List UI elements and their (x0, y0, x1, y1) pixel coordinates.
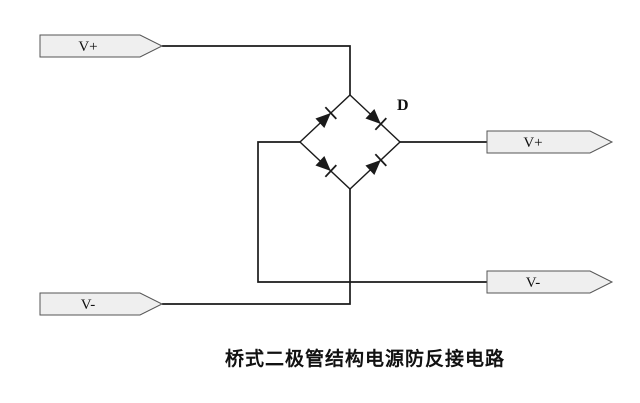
connector-label: V- (81, 297, 95, 313)
connector-label: V+ (78, 39, 97, 55)
connector-arrow-shape (39, 34, 164, 58)
connector-label: V- (526, 275, 540, 291)
connector-arrow-shape (39, 292, 164, 316)
diagram-caption: 桥式二极管结构电源防反接电路 (224, 349, 505, 370)
diode-group-label: D (397, 97, 409, 114)
connector-arrow-shape (486, 270, 614, 294)
diode-cathode-bar (324, 164, 337, 178)
diode-cathode-bar (374, 153, 387, 167)
diode-top-right (365, 108, 387, 131)
wire-vplus-input-to-bridge-top (162, 45, 351, 95)
diode-bottom-left (315, 155, 337, 178)
connector-vplus-input: V+ (39, 34, 164, 58)
diode-arrow-icon (365, 108, 381, 124)
diode-cathode-bar (324, 106, 337, 120)
connector-label: V+ (523, 135, 542, 151)
connector-vminus-output: V- (486, 270, 614, 294)
bridge-diamond-outline (298, 94, 402, 190)
connector-vminus-input: V- (39, 292, 164, 316)
diode-arrow-icon (315, 155, 331, 171)
diode-bottom-right (365, 153, 387, 176)
diode-cathode-bar (374, 117, 387, 131)
connector-arrow-shape (486, 130, 614, 154)
wire-bridge-bottom-to-vminus-input (162, 189, 351, 305)
wire-bridge-left-to-vminus-output (257, 141, 487, 283)
connector-vplus-output: V+ (486, 130, 614, 154)
diode-top-left (315, 106, 337, 129)
diode-arrow-icon (315, 113, 331, 129)
diode-arrow-icon (365, 160, 381, 176)
